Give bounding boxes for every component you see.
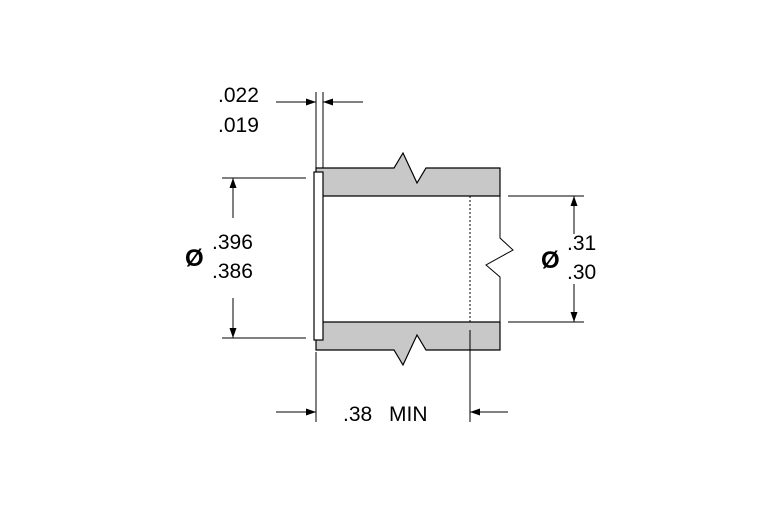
inner-diameter-dimension: Ø .31 .30 <box>508 195 596 323</box>
length-qualifier: MIN <box>389 403 428 426</box>
flange <box>313 171 324 341</box>
inner-diameter-min: .30 <box>567 261 596 284</box>
flange-thickness-dimension: .022 .019 <box>218 84 363 168</box>
outer-diameter-dimension: Ø .396 .386 <box>185 177 306 339</box>
length-value: .38 <box>343 403 372 426</box>
inner-diameter-max: .31 <box>567 232 596 255</box>
length-dimension: .38 MIN <box>276 330 508 426</box>
diameter-symbol-inner: Ø <box>541 247 560 274</box>
outer-diameter-max: .396 <box>212 231 253 254</box>
diameter-symbol-outer: Ø <box>185 245 204 272</box>
outer-diameter-min: .386 <box>212 260 253 283</box>
part-body <box>313 151 514 367</box>
tube-top-wall <box>315 151 501 197</box>
flange-thickness-max: .022 <box>218 84 259 107</box>
tube-bottom-wall <box>315 321 501 367</box>
break-line-right <box>485 196 514 322</box>
flange-thickness-min: .019 <box>218 114 259 137</box>
